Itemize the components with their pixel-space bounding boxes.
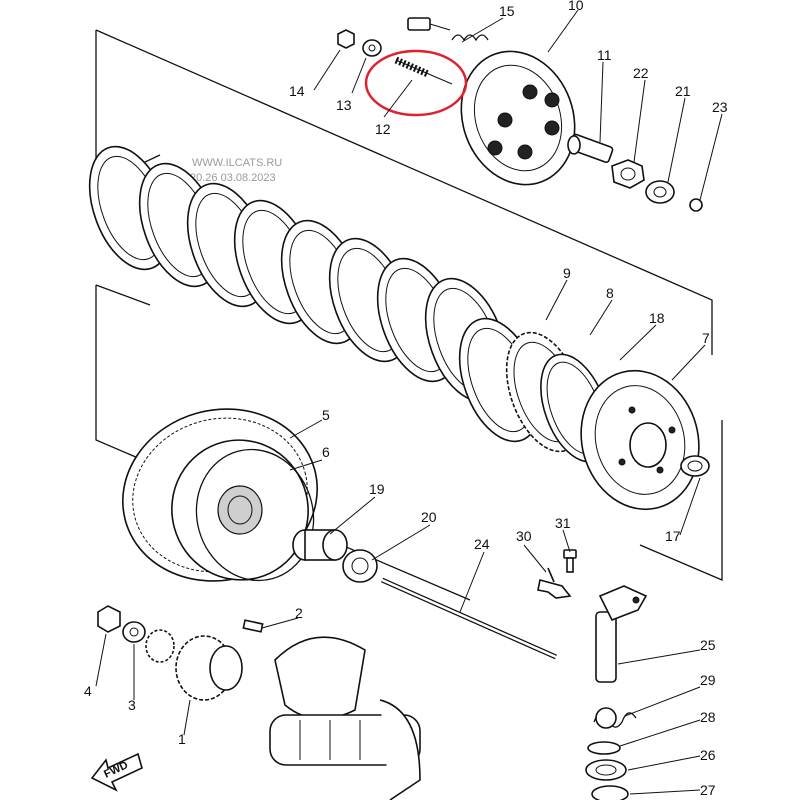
- callout-30: 30: [516, 528, 532, 544]
- part-4-nut: [97, 605, 121, 633]
- callout-21: 21: [675, 83, 691, 99]
- crankshaft: [269, 636, 421, 800]
- callout-6: 6: [322, 444, 330, 460]
- callout-24: 24: [474, 536, 490, 552]
- part-22-nut: [611, 159, 645, 189]
- callout-13: 13: [336, 97, 352, 113]
- callout-26: 26: [700, 747, 716, 763]
- highlight-circle: [364, 49, 468, 117]
- callout-17: 17: [665, 528, 681, 544]
- callout-29: 29: [700, 672, 716, 688]
- part-11-push-piece: [567, 133, 614, 163]
- part-15-clutch-spring: [407, 17, 489, 42]
- part-13-washer: [362, 39, 382, 57]
- callout-labels: 14 13 12 15 10 11 22 21 23 9 8 18 7 17 5…: [84, 0, 728, 798]
- forward-arrow-icon: FWD: [90, 752, 143, 792]
- small-gear: [145, 629, 175, 663]
- leader-lines: [95, 9, 723, 795]
- callout-23: 23: [712, 99, 728, 115]
- part-5-clutch-housing: [122, 408, 318, 582]
- callout-11: 11: [597, 47, 612, 63]
- part-31-screw: [563, 549, 577, 573]
- callout-5: 5: [322, 407, 330, 423]
- part-6-ring: [195, 448, 315, 582]
- callout-27: 27: [700, 782, 716, 798]
- callout-14: 14: [289, 83, 305, 99]
- watermark-site: WWW.ILCATS.RU: [192, 157, 282, 169]
- part-19-spacer: [292, 529, 348, 561]
- part-27-bearing: [591, 785, 629, 800]
- part-14-nut: [337, 29, 355, 49]
- part-3-washer: [122, 621, 146, 643]
- part-24-push-rod: [380, 577, 558, 660]
- watermark-date: 20.26 03.08.2023: [190, 172, 276, 184]
- callout-1: 1: [178, 731, 186, 747]
- callout-3: 3: [128, 697, 136, 713]
- part-25-push-lever-shaft: [595, 585, 648, 683]
- callout-4: 4: [84, 683, 92, 699]
- callout-10: 10: [568, 0, 584, 13]
- part-26-oil-seal: [585, 759, 627, 781]
- callout-31: 31: [555, 515, 571, 531]
- callout-8: 8: [606, 285, 614, 301]
- part-12-adjusting-screw: [394, 56, 453, 85]
- part-23-ball: [689, 198, 703, 212]
- callout-19: 19: [369, 481, 385, 497]
- part-17-washer: [680, 455, 710, 477]
- part-2-key: [242, 619, 264, 633]
- clutch-plate-stack: [88, 145, 508, 403]
- callout-7: 7: [702, 330, 710, 346]
- part-10-pressure-plate: [460, 50, 576, 186]
- callout-20: 20: [421, 509, 437, 525]
- callout-22: 22: [633, 65, 649, 81]
- callout-18: 18: [649, 310, 665, 326]
- callout-2: 2: [295, 605, 303, 621]
- part-1-primary-drive-gear: [175, 635, 243, 701]
- part-20-washer: [342, 549, 378, 583]
- part-29-spring: [593, 707, 637, 729]
- part-30-bracket: [537, 567, 572, 599]
- callout-12: 12: [375, 121, 391, 137]
- callout-25: 25: [700, 637, 716, 653]
- callout-28: 28: [700, 709, 716, 725]
- callout-15: 15: [499, 3, 515, 19]
- part-7-clutch-boss: [580, 369, 700, 511]
- part-28-washer: [587, 741, 621, 755]
- part-21-lock-washer: [645, 180, 675, 204]
- callout-9: 9: [563, 265, 571, 281]
